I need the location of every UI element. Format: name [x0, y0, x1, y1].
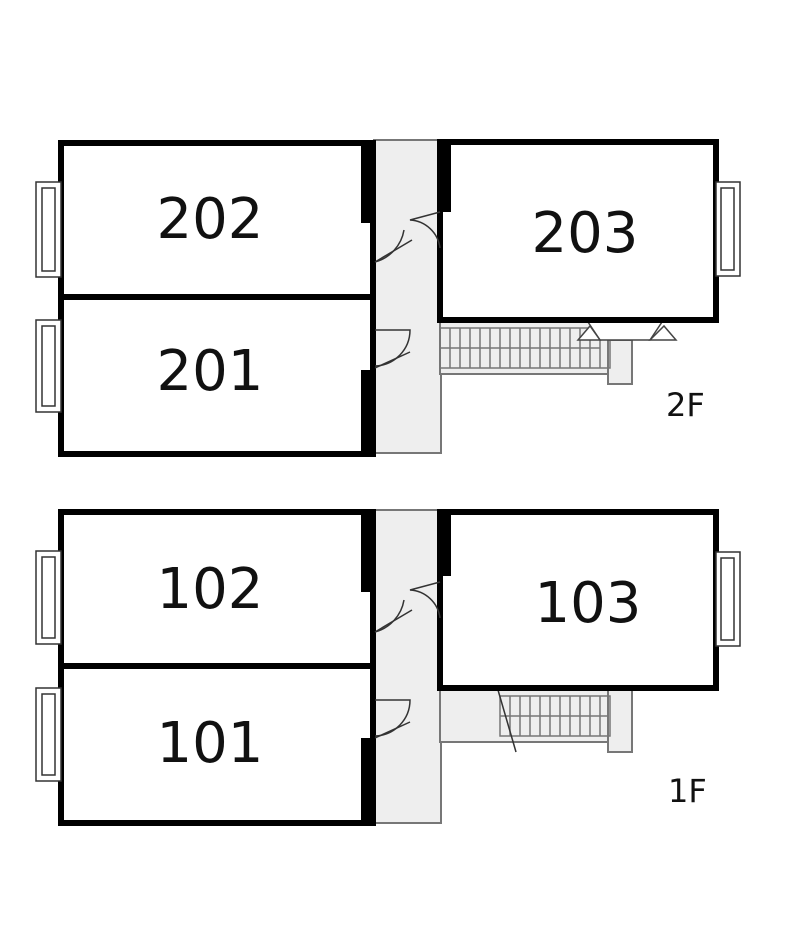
room-label-102: 102 — [157, 557, 264, 622]
room-202: 202 — [58, 140, 376, 300]
floor-1f: 102 101 103 — [35, 509, 741, 826]
room-102: 102 — [58, 509, 376, 669]
entrance-canopy-2f — [576, 321, 678, 341]
doors-1f — [374, 581, 441, 739]
doors-2f — [374, 211, 441, 369]
room-label-201: 201 — [157, 339, 264, 404]
staircase-2f — [439, 327, 611, 369]
room-203: 203 — [437, 139, 719, 323]
staircase-1f — [497, 689, 611, 753]
floor-2f: 202 201 203 — [35, 139, 741, 457]
room-103: 103 — [437, 509, 719, 691]
room-label-101: 101 — [157, 711, 264, 776]
room-label-203: 203 — [532, 201, 639, 266]
room-label-202: 202 — [157, 187, 264, 252]
room-label-103: 103 — [535, 571, 642, 636]
balconies-2f — [35, 181, 741, 413]
balconies-1f — [35, 550, 741, 782]
room-201: 201 — [58, 294, 376, 457]
room-101: 101 — [58, 663, 376, 826]
floor-label-1f: 1F — [668, 772, 707, 810]
floor-label-2f: 2F — [666, 386, 705, 424]
